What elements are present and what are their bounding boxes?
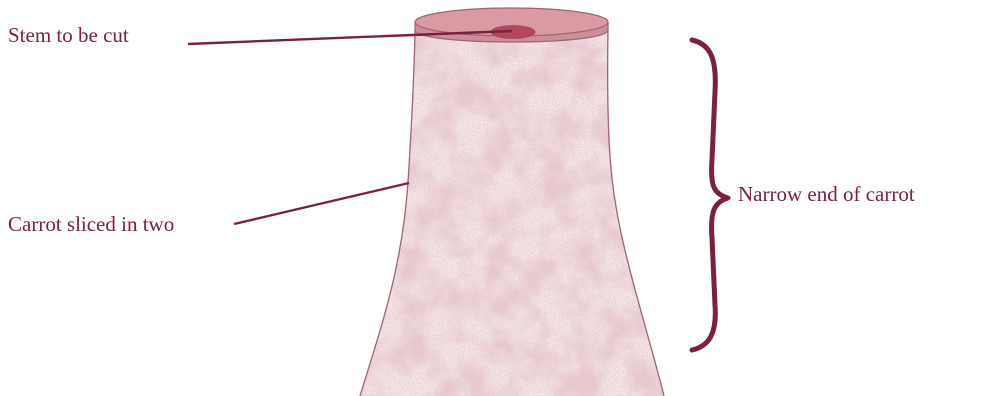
carrot-top [415, 8, 608, 42]
narrow-end-label: Narrow end of carrot [738, 182, 915, 206]
slice-label: Carrot sliced in two [8, 212, 174, 236]
carrot-body [350, 20, 680, 396]
narrow-end-brace [692, 40, 728, 350]
stem-label: Stem to be cut [8, 23, 129, 47]
slice-leader-line [234, 183, 409, 224]
